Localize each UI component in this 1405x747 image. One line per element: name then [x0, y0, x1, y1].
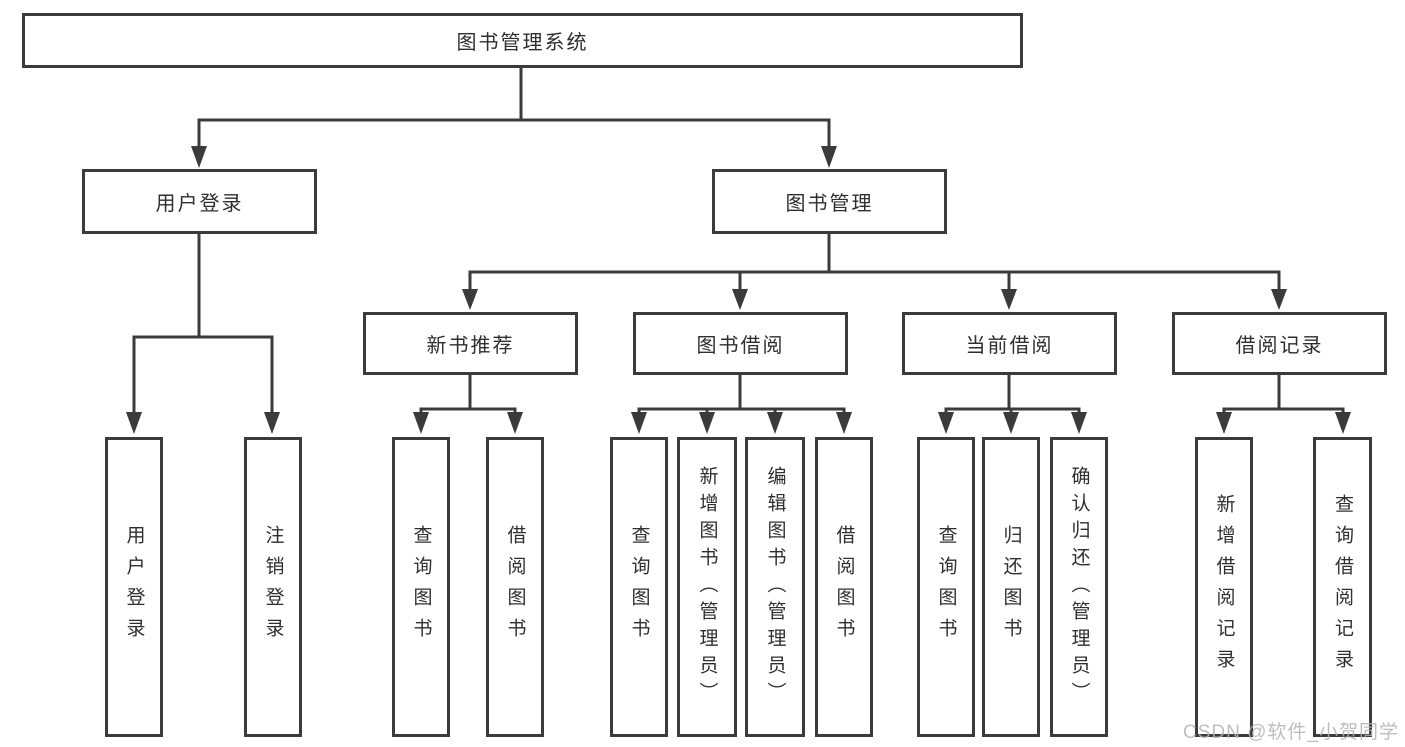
node-label: 借阅图书 — [833, 525, 855, 649]
node-label: 归还图书 — [1000, 525, 1022, 649]
node-label: 查询借阅记录 — [1332, 494, 1353, 680]
leaf-add-borrow-record: 新增借阅记录 — [1195, 437, 1253, 737]
node-label: 确认归还（管理员） — [1068, 465, 1090, 709]
node-root-library-system: 图书管理系统 — [22, 13, 1023, 68]
node-label: 借阅记录 — [1235, 335, 1324, 357]
node-user-login: 用户登录 — [82, 169, 317, 234]
node-label: 新增图书（管理员） — [696, 465, 718, 709]
leaf-query-books-1: 查询图书 — [392, 437, 450, 737]
node-current-borrowing: 当前借阅 — [902, 312, 1117, 375]
leaf-query-books-2: 查询图书 — [610, 437, 668, 737]
leaf-query-borrow-record: 查询借阅记录 — [1313, 437, 1372, 737]
leaf-query-books-3: 查询图书 — [917, 437, 975, 737]
node-label: 图书借阅 — [696, 335, 785, 357]
node-label: 查询图书 — [410, 525, 432, 649]
node-label: 查询图书 — [628, 525, 650, 649]
leaf-confirm-return-admin: 确认归还（管理员） — [1050, 437, 1108, 737]
node-label: 当前借阅 — [965, 335, 1054, 357]
node-label: 查询图书 — [935, 525, 957, 649]
node-label: 图书管理系统 — [456, 32, 589, 54]
node-borrow-records: 借阅记录 — [1172, 312, 1387, 375]
node-label: 新增借阅记录 — [1213, 494, 1235, 680]
node-book-borrowing: 图书借阅 — [633, 312, 848, 375]
node-label: 编辑图书（管理员） — [764, 465, 786, 709]
leaf-return-book: 归还图书 — [982, 437, 1040, 737]
node-label: 用户登录 — [123, 525, 145, 649]
leaf-add-book-admin: 新增图书（管理员） — [677, 437, 737, 737]
node-label: 图书管理 — [785, 193, 874, 215]
node-label: 新书推荐 — [426, 335, 515, 357]
node-new-book-recommend: 新书推荐 — [363, 312, 578, 375]
leaf-user-login: 用户登录 — [105, 437, 163, 737]
node-label: 用户登录 — [155, 193, 244, 215]
leaf-borrow-books-2: 借阅图书 — [815, 437, 873, 737]
node-book-management: 图书管理 — [712, 169, 947, 234]
node-label: 注销登录 — [262, 525, 284, 649]
leaf-edit-book-admin: 编辑图书（管理员） — [745, 437, 805, 737]
leaf-logout: 注销登录 — [244, 437, 302, 737]
node-label: 借阅图书 — [504, 525, 526, 649]
leaf-borrow-books-1: 借阅图书 — [486, 437, 544, 737]
csdn-watermark: CSDN @软件_小贺同学 — [1183, 722, 1399, 743]
